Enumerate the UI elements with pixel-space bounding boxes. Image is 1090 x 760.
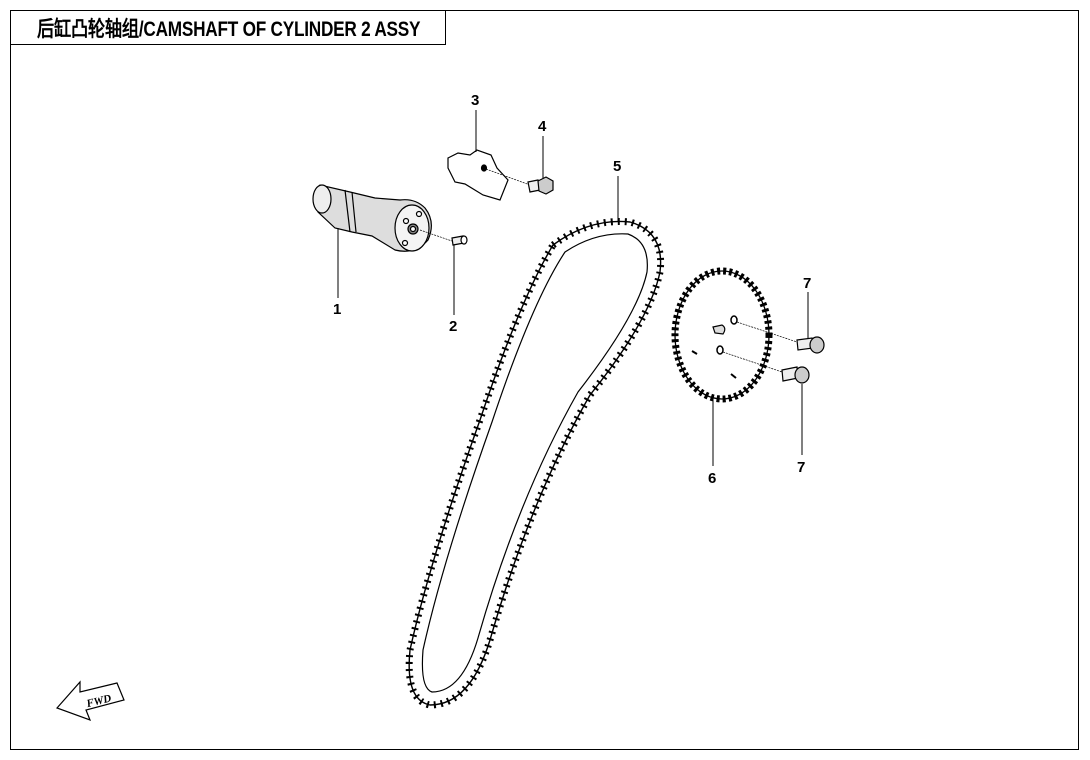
bolt-part[interactable]	[485, 168, 554, 195]
sprocket-bolt-lower-part[interactable]	[722, 351, 810, 384]
callout-7-upper: 7	[803, 275, 811, 292]
callout-5: 5	[613, 158, 621, 175]
sprocket-bolt-upper-part[interactable]	[736, 321, 825, 354]
timing-chain-part[interactable]	[405, 218, 665, 709]
drawing-frame	[10, 10, 1079, 750]
camshaft-part[interactable]	[312, 184, 432, 252]
plate-part[interactable]	[447, 149, 509, 201]
callout-7-lower: 7	[797, 459, 805, 476]
callout-6: 6	[708, 470, 716, 487]
callout-3: 3	[471, 92, 479, 109]
dowel-pin-part[interactable]	[419, 229, 468, 246]
diagram-title: 后缸凸轮轴组/CAMSHAFT OF CYLINDER 2 ASSY	[37, 17, 421, 41]
cam-sprocket-part[interactable]	[671, 267, 773, 403]
callout-2: 2	[449, 318, 457, 335]
fwd-arrow-icon: FWD	[55, 680, 125, 722]
title-box: 后缸凸轮轴组/CAMSHAFT OF CYLINDER 2 ASSY	[10, 10, 446, 45]
leader-lines	[337, 110, 809, 466]
callout-4: 4	[538, 118, 547, 135]
callout-1: 1	[333, 301, 341, 318]
